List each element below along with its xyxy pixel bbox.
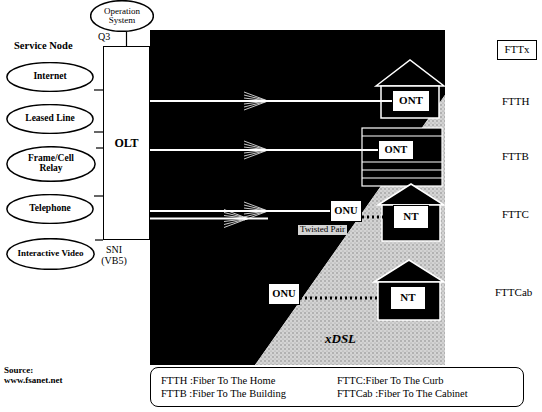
fttx-box: FTTx xyxy=(497,40,537,60)
splitter-fan xyxy=(244,202,268,211)
xdsl-region xyxy=(255,95,445,365)
service-ellipse: Interactive Video xyxy=(6,238,95,270)
abbreviation-text: FTTCab :Fiber To The Cabinet xyxy=(337,387,513,400)
twisted-pair-line xyxy=(300,297,390,300)
splitter-fan xyxy=(244,150,268,159)
source-note: Source: www.fsanet.net xyxy=(4,366,80,386)
splitter-fan xyxy=(224,216,248,219)
abbreviation-text: FTTC:Fiber To The Curb xyxy=(337,374,513,387)
operation-system-ellipse: Operation System xyxy=(90,0,154,32)
splitter-fan xyxy=(244,141,268,150)
abbreviation-text: FTTH :Fiber To The Home xyxy=(161,374,337,387)
fiber-line xyxy=(150,210,330,212)
nt-box: NT xyxy=(390,286,426,310)
splitter-fan xyxy=(244,98,268,101)
splitter-fan xyxy=(224,219,248,225)
interface-label: SNI (VB5) xyxy=(96,244,132,266)
group-title: Service Node xyxy=(14,40,73,52)
splitter-fan xyxy=(244,144,268,150)
fiber-region xyxy=(150,30,445,365)
house-fttcab xyxy=(374,260,444,320)
connector-line xyxy=(96,147,103,148)
fttx-type-label: FTTC xyxy=(502,208,529,220)
fttx-type-label: FTTB xyxy=(502,150,529,162)
nt-box: NT xyxy=(393,205,429,229)
abbreviation-text: FTTB :Fiber To The Building xyxy=(161,387,337,400)
node-text: FTTx xyxy=(504,44,529,56)
node-text: ONU xyxy=(272,288,295,299)
splitter-fan xyxy=(224,219,248,228)
fttx-type-label: FTTCab xyxy=(495,286,532,298)
ont-box: ONT xyxy=(392,90,430,112)
connector-line xyxy=(94,131,103,132)
twisted-pair-line xyxy=(362,216,393,219)
splitter-fan xyxy=(224,210,248,219)
medium-label: Twisted Pair xyxy=(298,225,347,235)
node-text: NT xyxy=(403,211,418,223)
service-ellipse: Leased Line xyxy=(6,104,94,134)
connector-line xyxy=(95,239,103,240)
service-ellipse: Internet xyxy=(6,62,94,92)
node-text: Interactive Video xyxy=(17,249,83,258)
connector-line xyxy=(94,89,103,90)
node-text: Operation System xyxy=(100,7,144,26)
service-ellipse: Telephone xyxy=(6,194,94,224)
service-ellipse: Frame/Cell Relay xyxy=(6,146,96,182)
node-text: Leased Line xyxy=(25,114,74,124)
technology-label: xDSL xyxy=(325,332,356,346)
olt-box: OLT xyxy=(103,46,150,240)
house-ftth xyxy=(376,60,444,118)
splitter-fan xyxy=(224,213,248,219)
splitter-fan xyxy=(244,101,268,110)
fttx-type-label: FTTH xyxy=(502,95,530,107)
fiber-line xyxy=(150,100,392,102)
node-text: ONT xyxy=(385,144,408,155)
splitter-fan xyxy=(244,150,268,156)
node-text: NT xyxy=(400,292,415,304)
onu-box: ONU xyxy=(268,283,300,305)
splitter-fan xyxy=(244,92,268,101)
node-text: Internet xyxy=(33,72,66,82)
splitter-fan xyxy=(244,101,268,107)
fiber-line xyxy=(150,218,268,220)
node-text: OLT xyxy=(114,137,138,150)
splitter-fan xyxy=(244,205,268,211)
node-text: Frame/Cell Relay xyxy=(16,154,86,174)
splitter-fan xyxy=(244,208,268,211)
building-fttb xyxy=(362,128,442,186)
onu-box: ONU xyxy=(330,200,362,222)
splitter-fan xyxy=(244,147,268,150)
connector-line xyxy=(126,32,127,46)
node-text: Telephone xyxy=(29,204,70,214)
ont-box: ONT xyxy=(378,140,414,160)
node-text: ONU xyxy=(334,205,357,216)
abbreviation-box: FTTH :Fiber To The HomeFTTC:Fiber To The… xyxy=(150,367,524,407)
house-fttc xyxy=(378,184,444,241)
node-text: ONT xyxy=(399,95,423,107)
interface-label: Q3 xyxy=(98,31,110,42)
splitter-fan xyxy=(244,95,268,101)
splitter-fan xyxy=(244,211,268,217)
connector-line xyxy=(94,195,103,196)
